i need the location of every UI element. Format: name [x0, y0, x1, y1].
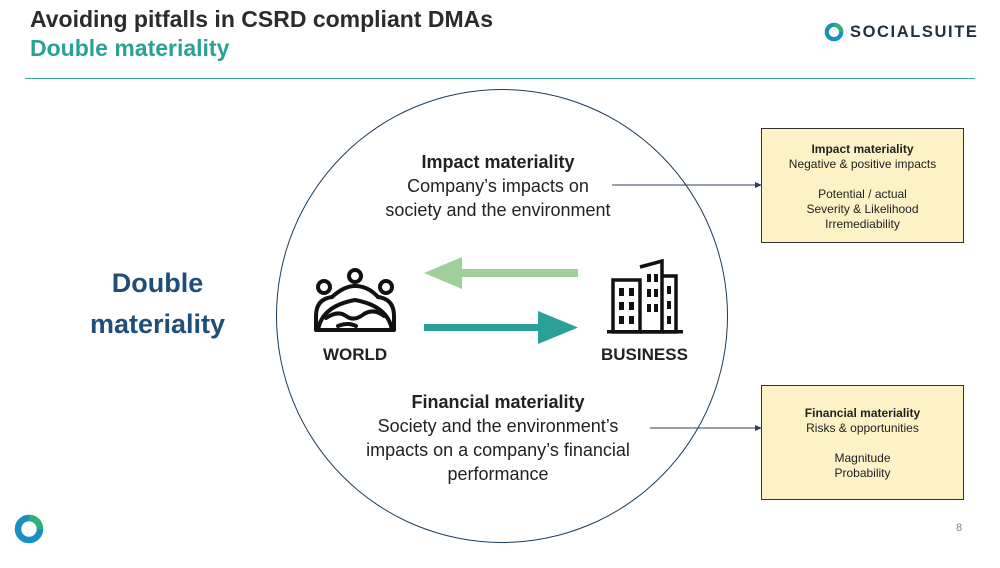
financial-box-line2: Magnitude [834, 451, 891, 465]
financial-line2: impacts on a company’s financial [366, 440, 630, 460]
socialsuite-logo-icon [824, 22, 844, 42]
socialsuite-logo: SOCIALSUITE [824, 22, 979, 42]
impact-line1: Company’s impacts on [407, 176, 589, 196]
impact-box-line3: Severity & Likelihood [806, 202, 919, 216]
world-people-icon [314, 268, 396, 332]
double-materiality-line1: Double [111, 268, 204, 298]
impact-materiality-box: Impact materiality Negative & positive i… [761, 128, 964, 243]
impact-box-line4: Irremediability [825, 217, 900, 231]
business-label: BUSINESS [601, 345, 688, 364]
financial-box-title: Financial materiality [804, 406, 921, 420]
world-label: WORLD [323, 345, 388, 364]
materiality-circle [276, 89, 728, 543]
financial-box-line1: Risks & opportunities [806, 421, 919, 435]
double-materiality-line2: materiality [89, 309, 226, 339]
impact-line2: society and the environment [385, 200, 611, 220]
financial-connector-arrow [650, 425, 762, 431]
arrow-left-icon [424, 257, 578, 289]
logo-text: SOCIALSUITE [850, 22, 979, 41]
business-buildings-icon [607, 258, 683, 334]
impact-materiality-title: Impact materiality [421, 152, 575, 172]
impact-connector-arrow [612, 182, 762, 188]
impact-box-line2: Potential / actual [818, 187, 907, 201]
page-number: 8 [956, 522, 963, 534]
financial-box-line3: Probability [834, 466, 891, 480]
financial-materiality-title: Financial materiality [411, 392, 585, 412]
footer-logo-icon [14, 514, 44, 544]
impact-box-line1: Negative & positive impacts [788, 157, 937, 171]
arrow-right-icon [424, 311, 578, 344]
financial-materiality-text: Financial materiality Society and the en… [347, 390, 649, 486]
flow-arrows [424, 257, 578, 344]
impact-box-title: Impact materiality [811, 142, 914, 156]
slide-subtitle: Double materiality [30, 35, 230, 61]
impact-materiality-text: Impact materiality Company’s impacts on … [372, 150, 624, 222]
slide-title: Avoiding pitfalls in CSRD compliant DMAs [30, 6, 493, 32]
double-materiality-label: Double materiality [70, 263, 245, 345]
financial-line1: Society and the environment’s [377, 416, 619, 436]
financial-materiality-box: Financial materiality Risks & opportunit… [761, 385, 964, 500]
financial-line3: performance [447, 464, 549, 484]
header-divider [25, 78, 975, 79]
